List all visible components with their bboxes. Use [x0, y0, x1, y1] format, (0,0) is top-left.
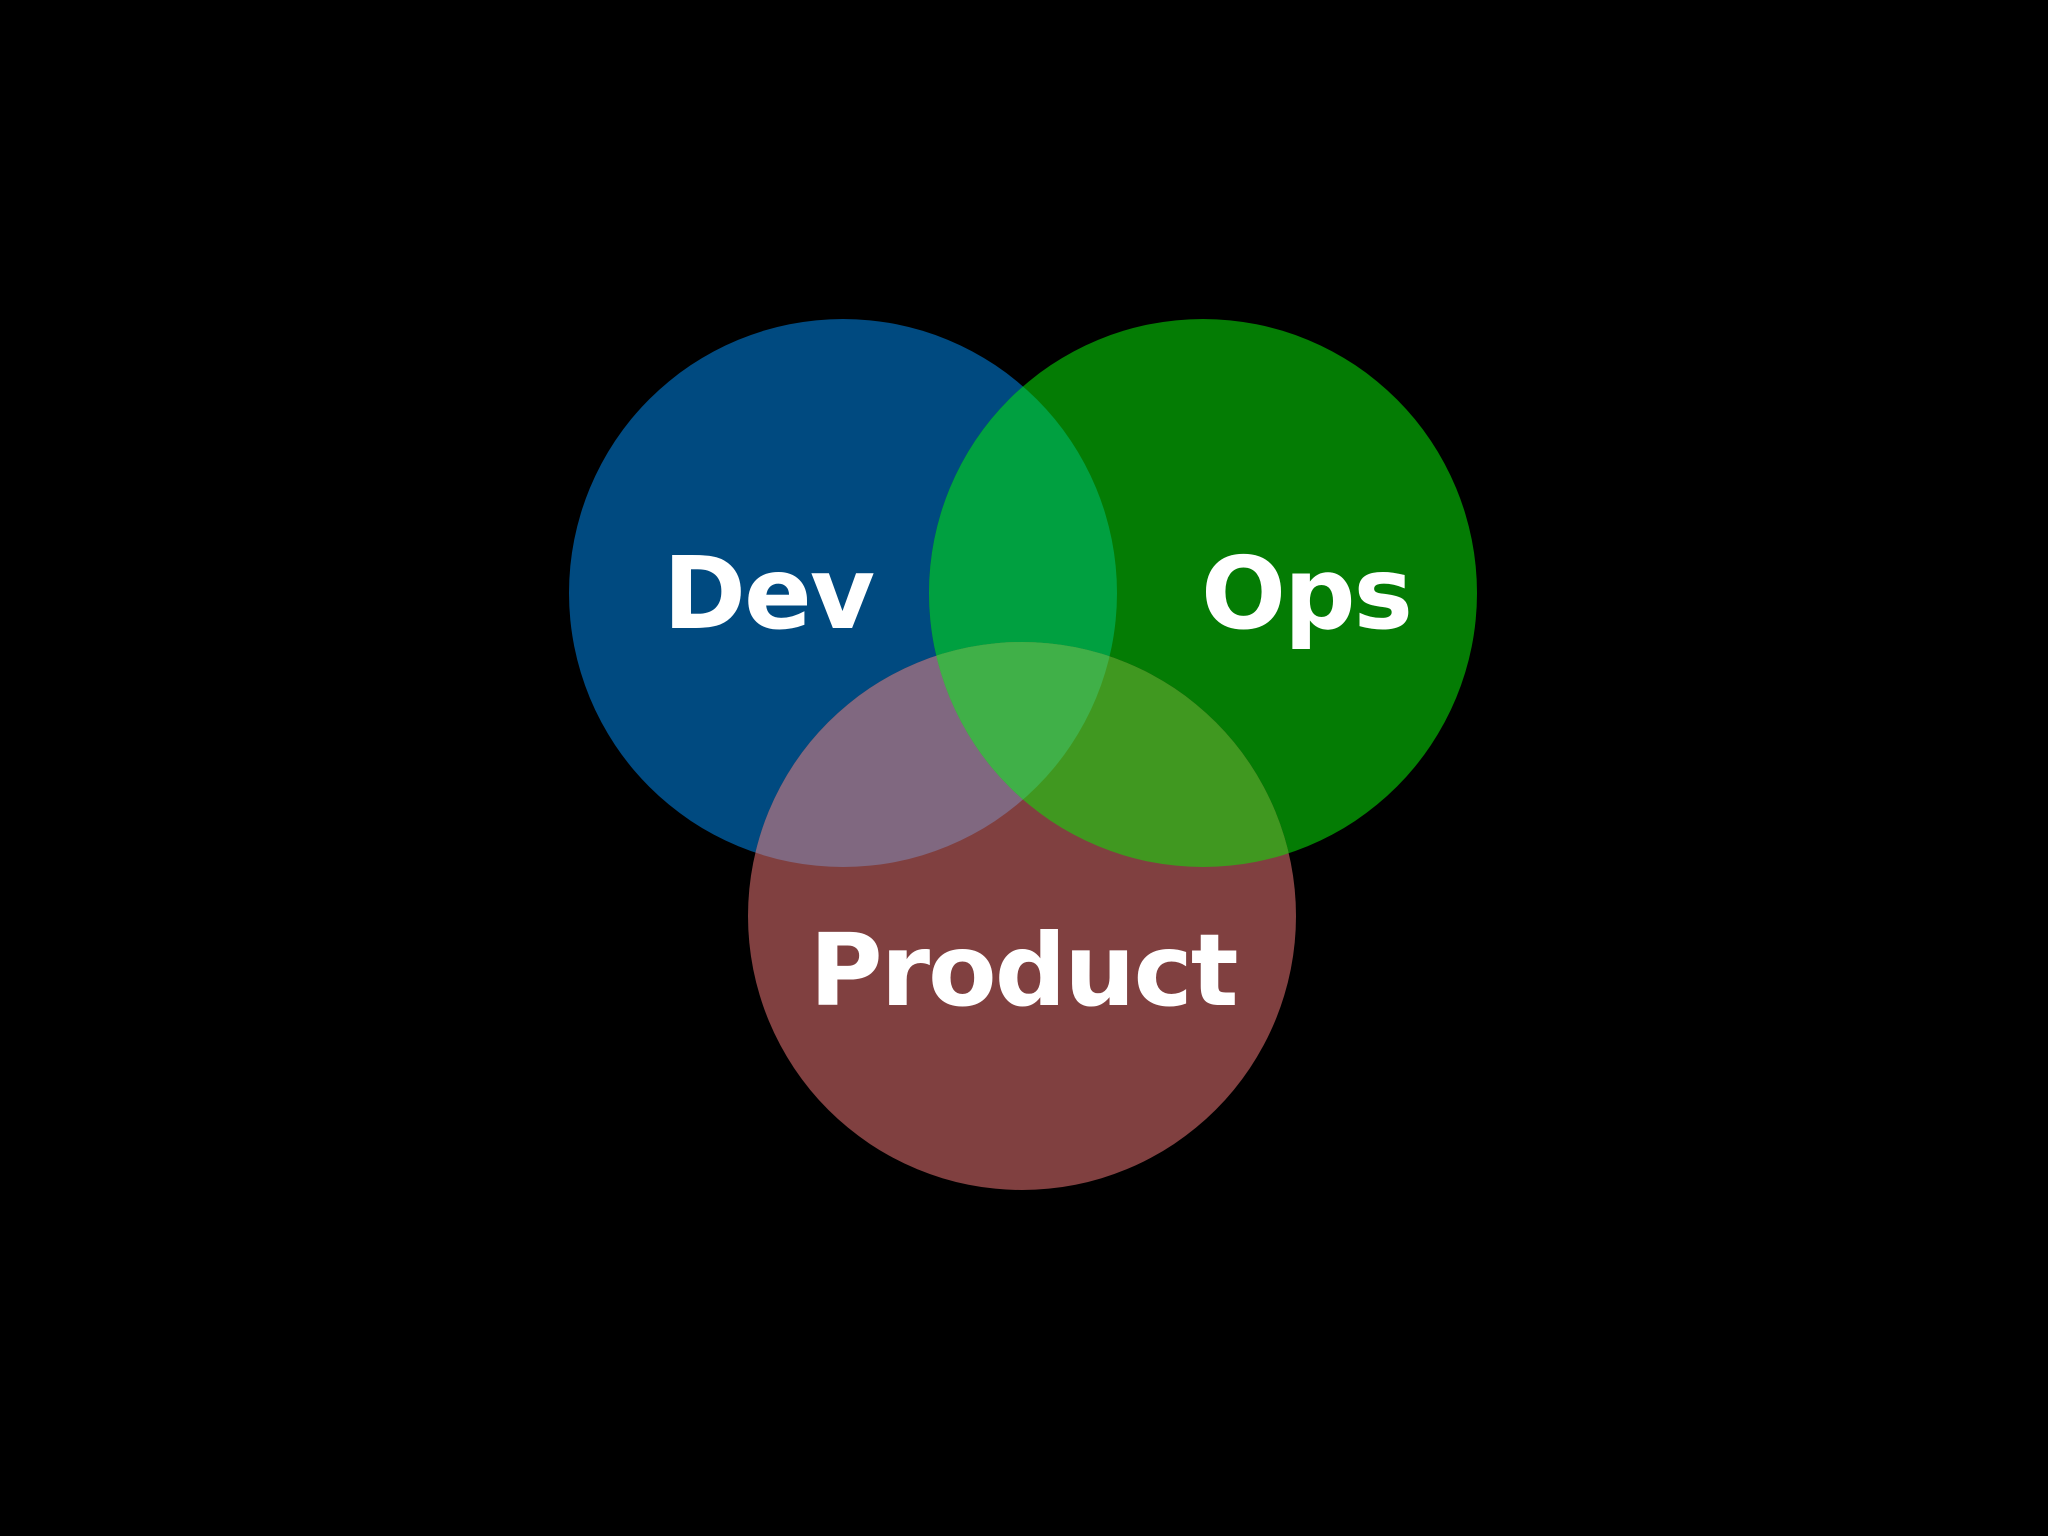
- dev-product-overlap: [748, 642, 1117, 867]
- dev-label: Dev: [663, 535, 874, 652]
- ops-label: Ops: [1201, 535, 1411, 652]
- product-label: Product: [809, 912, 1236, 1029]
- ops-product-overlap: [929, 642, 1296, 867]
